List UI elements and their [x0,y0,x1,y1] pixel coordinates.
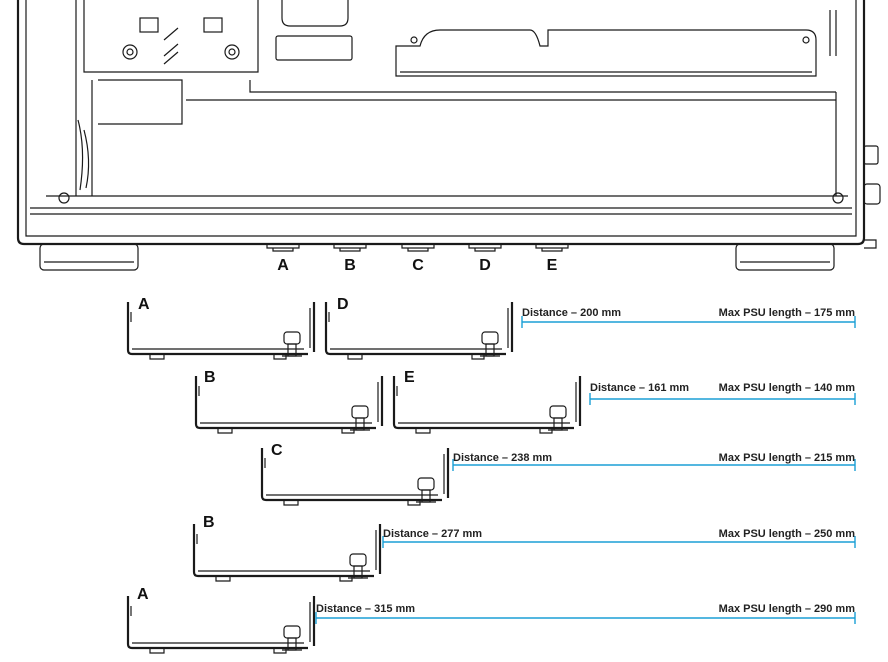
max-psu-label: Max PSU length – 250 mm [719,528,856,540]
distance-label: Distance – 238 mm [453,452,552,464]
option-row-4: B Distance – 277 mm Max PSU length – 250… [192,514,856,582]
bracket-label: E [404,369,415,386]
slot-label-d: D [479,257,491,274]
psu-bracket-e [392,376,582,434]
option-row-1: A D Distance – 200 mm Max PSU length – 1… [126,296,856,360]
bracket-label: B [204,369,216,386]
dimension-line [521,316,856,328]
distance-label: Distance – 315 mm [316,603,415,615]
dimension-line [589,393,856,405]
option-row-5: A Distance – 315 mm Max PSU length – 290… [126,586,856,654]
option-row-3: C Distance – 238 mm Max PSU length – 215… [260,442,856,506]
psu-bracket-b [192,524,382,582]
psu-bracket-c [260,448,450,506]
distance-label: Distance – 277 mm [383,528,482,540]
psu-bracket-b [194,376,384,434]
slot-label-e: E [547,257,558,274]
max-psu-label: Max PSU length – 140 mm [719,382,856,394]
psu-bracket-a [126,302,316,360]
bracket-label: B [203,514,215,531]
distance-label: Distance – 200 mm [522,307,621,319]
bracket-label: D [337,296,349,313]
slot-label-b: B [344,257,356,274]
psu-bracket-a [126,596,316,654]
max-psu-label: Max PSU length – 290 mm [719,603,856,615]
max-psu-label: Max PSU length – 175 mm [719,307,856,319]
dimension-line [382,536,856,548]
max-psu-label: Max PSU length – 215 mm [719,452,856,464]
bracket-label: A [138,296,150,313]
case-cross-section: A B C D E [16,0,881,274]
bracket-label: A [137,586,149,603]
bracket-label: C [271,442,283,459]
slot-bumps [266,244,569,252]
dimension-line [452,459,856,471]
slot-label-c: C [412,257,424,274]
slot-label-a: A [277,257,289,274]
psu-bracket-d [324,302,514,360]
option-row-2: B E Distance – 161 mm Max PSU length – 1… [194,369,856,434]
distance-label: Distance – 161 mm [590,382,689,394]
dimension-line [315,612,856,624]
